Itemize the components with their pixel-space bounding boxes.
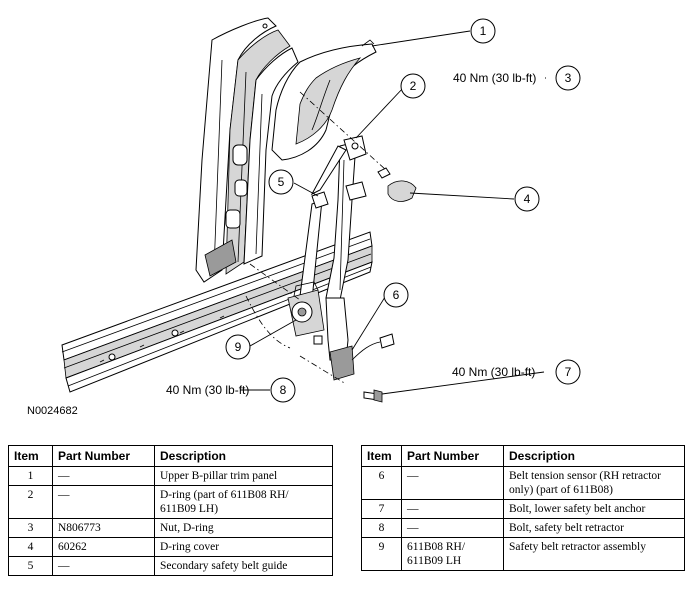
assembly-line-d-ring [299,91,387,171]
table-row: 5 — Secondary safety belt guide [8,556,333,576]
table-row: 8 — Bolt, safety belt retractor [361,518,685,538]
svg-text:7: 7 [565,365,572,379]
cell-description: D-ring cover [154,537,333,557]
table-row: 2 — D-ring (part of 611B08 RH/ 611B09 LH… [8,485,333,519]
torque-label-7: 40 Nm (30 lb-ft) [452,365,535,379]
svg-text:3: 3 [565,71,572,85]
cell-description: Secondary safety belt guide [154,556,333,576]
b-pillar-body [195,17,299,283]
col-header-part-number: Part Number [401,445,504,467]
rocker-panel [61,231,373,393]
cell-part-number: 611B08 RH/ 611B09 LH [401,537,504,571]
cell-item: 6 [361,466,402,500]
callout-leaders [240,30,546,395]
cell-description: Bolt, lower safety belt anchor [503,499,685,519]
table-row: 3 N806773 Nut, D-ring [8,518,333,538]
col-header-part-number: Part Number [52,445,155,467]
torque-label-3: 40 Nm (30 lb-ft) [453,71,536,85]
figure-id-code: N0024682 [27,405,78,417]
secondary-belt-guide [311,181,367,209]
cell-item: 9 [361,537,402,571]
svg-text:4: 4 [524,192,531,206]
table-row: 7 — Bolt, lower safety belt anchor [361,499,685,519]
table-row: 1 — Upper B-pillar trim panel [8,466,333,486]
cell-description: Safety belt retractor assembly [503,537,685,571]
col-header-item: Item [361,445,402,467]
svg-text:8: 8 [280,383,287,397]
d-ring-nut [377,167,391,179]
cell-part-number: — [52,466,155,486]
retractor-bolt [313,335,323,345]
cell-description: D-ring (part of 611B08 RH/ 611B09 LH) [154,485,333,519]
cell-item: 4 [8,537,53,557]
anchor-bolt [363,389,383,403]
lower-anchor-tension-sensor [329,333,395,381]
assembly-line-retractor [245,295,291,349]
cell-item: 3 [8,518,53,538]
callout-9: 9 [225,334,251,360]
col-header-item: Item [8,445,53,467]
cell-item: 2 [8,485,53,519]
callout-7: 7 [555,359,581,385]
d-ring [343,135,367,161]
cell-part-number: — [401,499,504,519]
cell-part-number: 60262 [52,537,155,557]
callout-3: 3 [555,65,581,91]
assembly-line-bolt [249,263,301,301]
assembly-line-anchor [299,355,347,385]
table-row: 6 — Belt tension sensor (RH retractor on… [361,466,685,500]
cell-description: Upper B-pillar trim panel [154,466,333,486]
cell-item: 7 [361,499,402,519]
col-header-description: Description [154,445,333,467]
svg-text:2: 2 [410,79,417,93]
callout-4: 4 [514,186,540,212]
callout-1: 1 [470,18,496,44]
cell-item: 1 [8,466,53,486]
col-header-description: Description [503,445,685,467]
retractor-assembly [287,281,325,337]
table-header-row: Item Part Number Description [8,445,333,467]
cell-part-number: — [52,485,155,519]
torque-label-8: 40 Nm (30 lb-ft) [166,383,249,397]
callout-5: 5 [268,169,294,195]
svg-text:5: 5 [278,175,285,189]
table-header-row: Item Part Number Description [361,445,685,467]
svg-text:1: 1 [480,24,487,38]
cell-part-number: — [401,518,504,538]
callout-6: 6 [383,282,409,308]
cell-item: 5 [8,556,53,576]
parts-table-right: Item Part Number Description 6 — Belt te… [361,445,685,571]
exploded-view-diagram: 1 2 3 4 5 6 7 8 9 40 Nm (30 lb-ft) 40 Nm… [27,17,581,417]
parts-table-left: Item Part Number Description 1 — Upper B… [8,445,333,576]
cell-description: Bolt, safety belt retractor [503,518,685,538]
table-row: 4 60262 D-ring cover [8,537,333,557]
callout-8: 8 [270,377,296,403]
cell-part-number: — [52,556,155,576]
svg-text:6: 6 [393,288,400,302]
cell-description: Nut, D-ring [154,518,333,538]
seat-belt-webbing [299,141,357,361]
cell-item: 8 [361,518,402,538]
d-ring-cover [387,180,417,202]
cell-part-number: N806773 [52,518,155,538]
callout-2: 2 [400,73,426,99]
upper-b-pillar-trim-panel [271,39,377,161]
table-row: 9 611B08 RH/ 611B09 LH Safety belt retra… [361,537,685,571]
cell-part-number: — [401,466,504,500]
svg-text:9: 9 [235,340,242,354]
cell-description: Belt tension sensor (RH retractor only) … [503,466,685,500]
